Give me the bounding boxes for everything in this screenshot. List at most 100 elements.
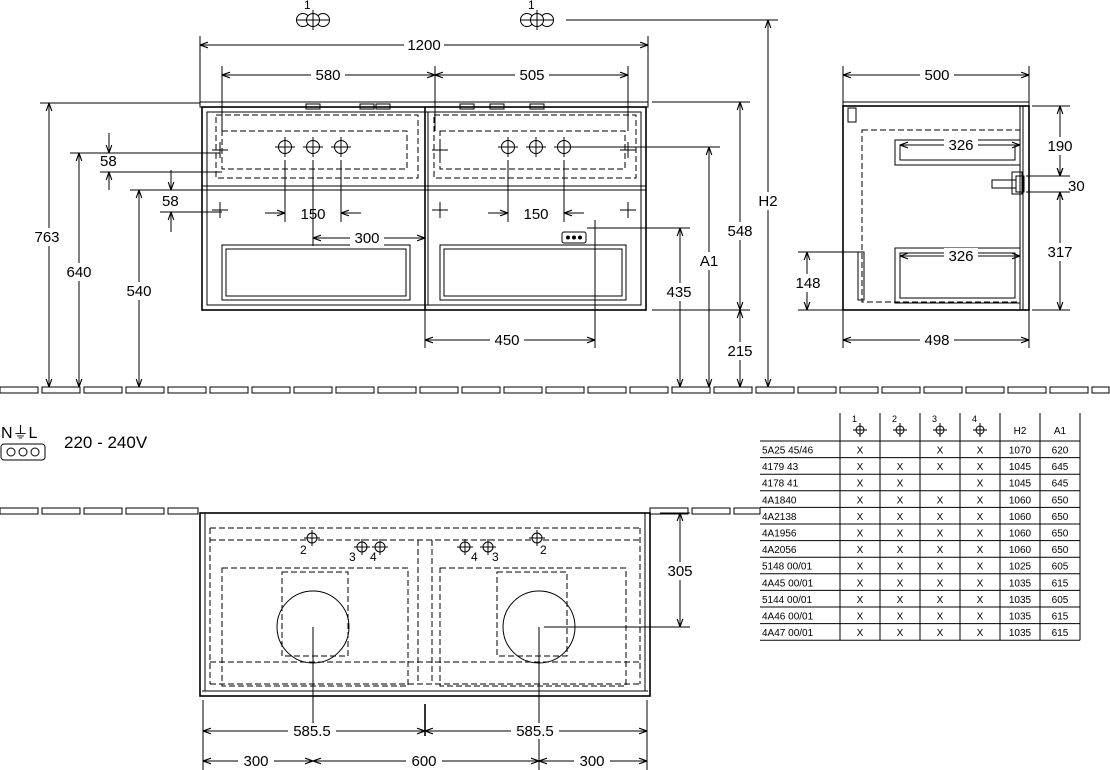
dim-middle: 600 <box>411 753 436 770</box>
dim-height-540: 540 <box>126 283 151 300</box>
table-cell-c4: X <box>977 578 984 589</box>
wall-strip-lower <box>0 507 761 515</box>
table-cell-h2: 1035 <box>1009 628 1032 639</box>
dim-offset-58-lower: 58 <box>162 193 179 210</box>
table-cell-c1: X <box>857 462 864 473</box>
table-header-h2: H2 <box>1014 426 1027 437</box>
tap-label-right: 1 <box>528 0 535 12</box>
tap-label-left: 1 <box>304 0 311 12</box>
dim-spacing-150-left: 150 <box>300 206 325 223</box>
table-cell-h2: 1035 <box>1009 612 1032 623</box>
table-cell-c3: X <box>937 529 944 540</box>
dim-socket-offset: 450 <box>494 332 519 349</box>
table-cell-c4: X <box>977 628 984 639</box>
table-row-code: 5A25 45/46 <box>762 446 814 457</box>
table-cell-c1: X <box>857 495 864 506</box>
table-cell-a1: 605 <box>1052 562 1069 573</box>
dim-height-30: 30 <box>1068 178 1085 195</box>
table-cell-c2: X <box>897 512 904 523</box>
table-cell-c2: X <box>897 529 904 540</box>
dim-depth-top: 500 <box>924 67 949 84</box>
tap-2-icon <box>893 423 907 437</box>
table-row-code: 5148 00/01 <box>762 562 812 573</box>
table-row-code: 4A46 00/01 <box>762 612 814 623</box>
table-cell-a1: 605 <box>1052 595 1069 606</box>
table-row-code: 4A2056 <box>762 545 797 556</box>
table-cell-c4: X <box>977 595 984 606</box>
table-cell-a1: 615 <box>1052 578 1069 589</box>
front-view <box>199 9 649 311</box>
table-cell-h2: 1060 <box>1009 529 1032 540</box>
table-cell-h2: 1060 <box>1009 512 1032 523</box>
table-cell-c2: X <box>897 479 904 490</box>
table-header-4: 4 <box>972 414 977 424</box>
table-cell-h2: 1045 <box>1009 479 1032 490</box>
side-view <box>842 101 1030 311</box>
table-cell-c4: X <box>977 495 984 506</box>
pipe-label-left-3: 3 <box>349 550 356 564</box>
table-cell-c4: X <box>977 479 984 490</box>
table-cell-c3: X <box>937 628 944 639</box>
table-cell-c2: X <box>897 595 904 606</box>
table-row-code: 4A47 00/01 <box>762 628 814 639</box>
dim-height-190: 190 <box>1047 138 1072 155</box>
table-cell-a1: 615 <box>1052 612 1069 623</box>
table-cell-c1: X <box>857 545 864 556</box>
front-dimension-lines <box>40 19 778 387</box>
table-cell-c2: X <box>897 578 904 589</box>
tap-1-icon-right <box>520 9 554 31</box>
table-cell-h2: 1070 <box>1009 446 1032 457</box>
table-cell-c1: X <box>857 562 864 573</box>
table-cell-c2: X <box>897 562 904 573</box>
table-cell-c4: X <box>977 612 984 623</box>
table-cell-c3: X <box>937 595 944 606</box>
table-cell-c3: X <box>937 545 944 556</box>
dim-drawer-upper: 326 <box>948 137 973 154</box>
table-cell-h2: 1035 <box>1009 578 1032 589</box>
table-header-3: 3 <box>932 414 937 424</box>
dim-right-center: 585.5 <box>516 723 554 740</box>
table-cell-a1: 645 <box>1052 462 1069 473</box>
plug-label: N⏚L <box>1 424 38 442</box>
dim-right-basin: 505 <box>519 67 544 84</box>
table-cell-a1: 650 <box>1052 512 1069 523</box>
tap-1-icon-left <box>296 9 330 31</box>
dim-height-640: 640 <box>66 264 91 281</box>
table-row-code: 4A45 00/01 <box>762 578 814 589</box>
dim-label-h2: H2 <box>758 193 777 210</box>
table-header-2: 2 <box>892 414 897 424</box>
dim-offset-58-upper: 58 <box>100 153 117 170</box>
dim-depth-305: 305 <box>667 563 692 580</box>
table-row-code: 4A1840 <box>762 495 797 506</box>
table-cell-a1: 645 <box>1052 479 1069 490</box>
dim-left-center: 585.5 <box>293 723 331 740</box>
pipe-label-left-2: 2 <box>300 543 307 557</box>
table-cell-c2: X <box>897 545 904 556</box>
dim-height-148: 148 <box>795 275 820 292</box>
table-cell-a1: 650 <box>1052 545 1069 556</box>
dim-left-basin: 580 <box>315 67 340 84</box>
dim-height-548: 548 <box>727 223 752 240</box>
table-cell-c3: X <box>937 512 944 523</box>
voltage-label: 220 - 240V <box>64 433 148 452</box>
table-cell-c4: X <box>977 562 984 573</box>
table-cell-c3: X <box>937 562 944 573</box>
table-cell-c1: X <box>857 529 864 540</box>
table-row-code: 4A1956 <box>762 529 797 540</box>
top-view <box>199 512 651 736</box>
table-cell-c3: X <box>937 462 944 473</box>
table-cell-c1: X <box>857 628 864 639</box>
table-row-code: 4A2138 <box>762 512 797 523</box>
floor-strip-upper <box>0 386 1110 394</box>
dim-drawer-lower: 326 <box>948 248 973 265</box>
table-cell-a1: 615 <box>1052 628 1069 639</box>
dim-height-215: 215 <box>727 343 752 360</box>
dim-spacing-150-right: 150 <box>523 206 548 223</box>
pipe-label-right-3: 3 <box>492 550 499 564</box>
dim-edge-right: 300 <box>579 753 604 770</box>
table-cell-c2: X <box>897 612 904 623</box>
table-cell-a1: 650 <box>1052 529 1069 540</box>
table-cell-a1: 620 <box>1052 446 1069 457</box>
